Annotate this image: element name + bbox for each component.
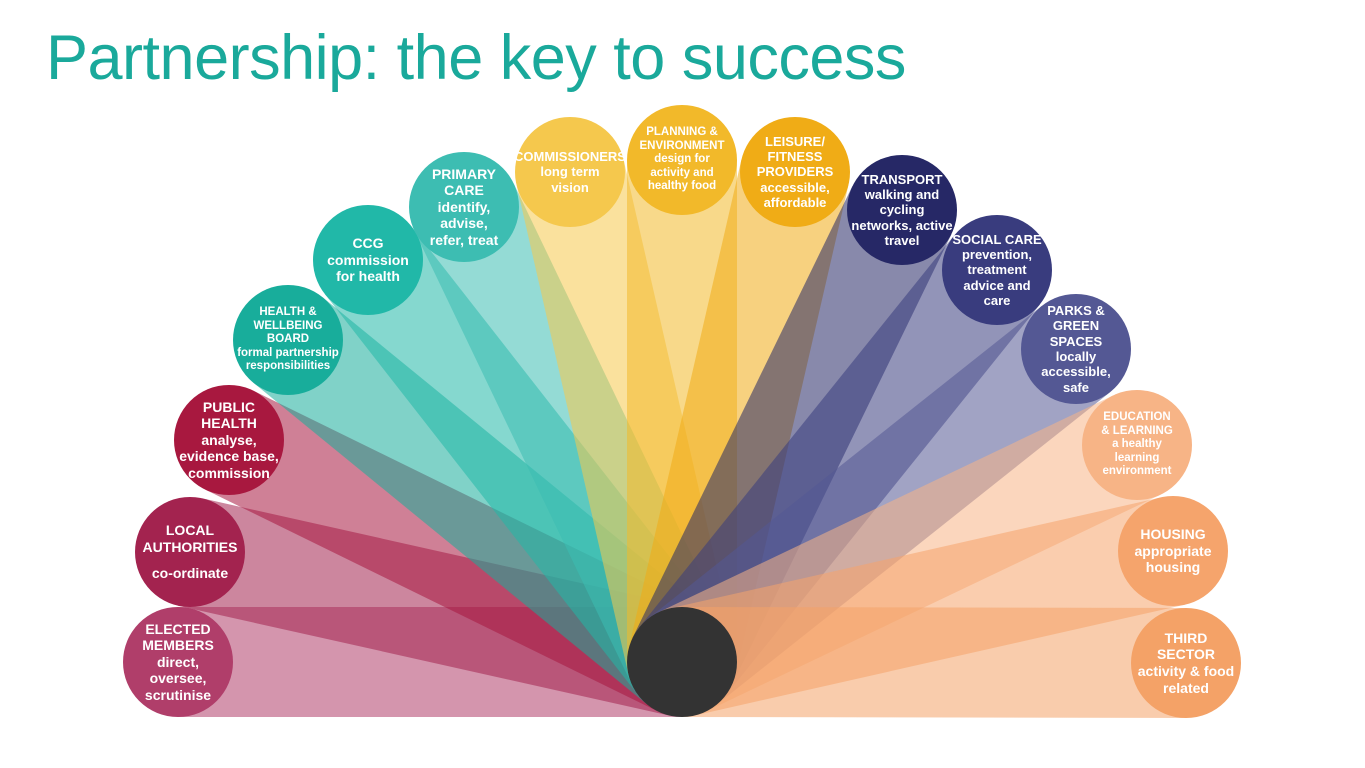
- partner-name: PRIMARY CARE: [431, 165, 497, 199]
- partner-name: PLANNING & ENVIRONMENT: [639, 126, 725, 152]
- partner-name: CCG: [352, 235, 384, 252]
- partner-role: walking and cycling networks, active tra…: [851, 187, 953, 248]
- partner-role: prevention, treatment advice and care: [961, 247, 1033, 308]
- partner-name: LEISURE/ FITNESS PROVIDERS: [756, 133, 834, 180]
- partner-name: THIRD SECTOR: [1156, 629, 1216, 663]
- partner-role: formal partnership responsibilities: [237, 346, 339, 373]
- central-hub: [627, 607, 737, 717]
- partner-role: commission for health: [327, 251, 409, 285]
- partner-name: HOUSING: [1140, 526, 1206, 543]
- partner-role: identify, advise, refer, treat: [429, 198, 499, 248]
- partner-role: a healthy learning environment: [1102, 438, 1172, 478]
- partner-role: activity & food related: [1137, 663, 1235, 696]
- partner-name: ELECTED MEMBERS: [142, 620, 214, 654]
- beam-third-sector: [681, 607, 1187, 718]
- partner-name: LOCAL AUTHORITIES: [142, 522, 238, 555]
- partner-role: analyse, evidence base, commission: [179, 431, 279, 481]
- partner-name: EDUCATION & LEARNING: [1101, 411, 1173, 437]
- circle-local-authorities: LOCAL AUTHORITIES co-ordinate: [135, 497, 245, 607]
- partner-name: PUBLIC HEALTH: [201, 398, 257, 432]
- partner-role: co-ordinate: [151, 565, 229, 582]
- partner-role: direct, oversee, scrutinise: [144, 653, 212, 703]
- partner-role: accessible, affordable: [760, 179, 830, 210]
- partner-name: HEALTH & WELLBEING BOARD: [253, 306, 323, 346]
- partner-name: PARKS & GREEN SPACES: [1047, 303, 1105, 349]
- partner-name: TRANSPORT: [861, 171, 943, 187]
- page-title: Partnership: the key to success: [46, 23, 906, 93]
- partner-role: design for activity and healthy food: [647, 153, 717, 193]
- partner-role: long term vision: [540, 164, 600, 195]
- partner-role: locally accessible, safe: [1041, 349, 1111, 395]
- partner-name: COMMISSIONERS: [514, 149, 626, 164]
- partner-name: SOCIAL CARE: [952, 231, 1042, 247]
- partner-role: appropriate housing: [1134, 542, 1212, 576]
